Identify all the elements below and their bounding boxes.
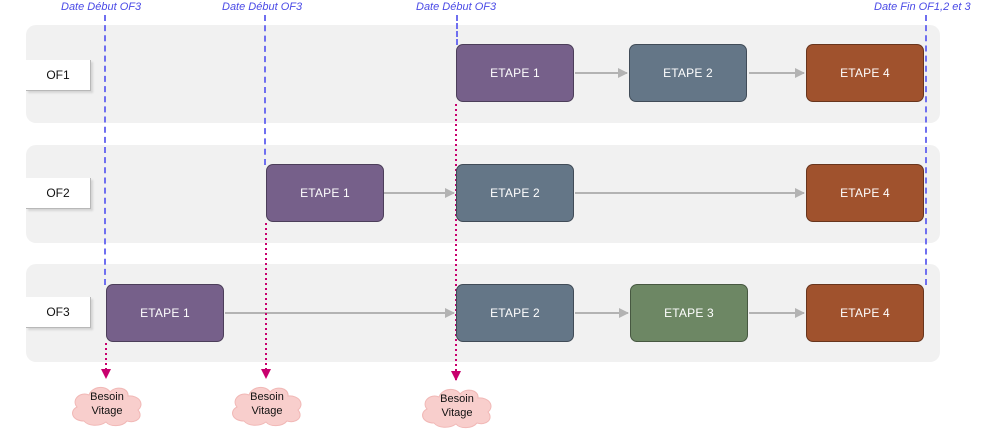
step-of3-etape3[interactable]: ETAPE 3 — [630, 284, 748, 342]
lane-label-of2: OF2 — [26, 178, 91, 209]
step-of3-etape1[interactable]: ETAPE 1 — [106, 284, 224, 342]
date-line-fin — [925, 15, 927, 285]
cloud-text-line2: Vitage — [91, 405, 123, 417]
cloud-icon — [72, 387, 142, 427]
step-of2-etape1[interactable]: ETAPE 1 — [266, 164, 384, 222]
date-label-debut-3: Date Début OF3 — [416, 1, 497, 13]
step-of1-etape4[interactable]: ETAPE 4 — [806, 44, 924, 102]
cloud-text-line1: Besoin — [250, 391, 284, 403]
cloud-besoin-vitage-3: Besoin Vitage — [416, 383, 498, 429]
cloud-icon — [422, 389, 492, 429]
date-line-debut-2 — [264, 15, 266, 165]
date-label-debut-2: Date Début OF3 — [222, 1, 303, 13]
step-of1-etape1[interactable]: ETAPE 1 — [456, 44, 574, 102]
step-of2-etape2[interactable]: ETAPE 2 — [456, 164, 574, 222]
step-of1-etape2[interactable]: ETAPE 2 — [629, 44, 747, 102]
cloud-text-line2: Vitage — [441, 407, 473, 419]
step-of3-etape4[interactable]: ETAPE 4 — [806, 284, 924, 342]
date-line-debut-1 — [104, 15, 106, 285]
cloud-text-line1: Besoin — [440, 393, 474, 405]
date-line-debut-3 — [456, 15, 458, 45]
cloud-text-line1: Besoin — [90, 391, 124, 403]
step-of2-etape4[interactable]: ETAPE 4 — [806, 164, 924, 222]
date-label-debut-1: Date Début OF3 — [61, 1, 142, 13]
step-of3-etape2[interactable]: ETAPE 2 — [456, 284, 574, 342]
date-label-fin: Date Fin OF1,2 et 3 — [874, 1, 971, 13]
lane-label-of3: OF3 — [26, 297, 91, 328]
lane-label-of1: OF1 — [26, 60, 91, 91]
cloud-icon — [232, 387, 302, 427]
cloud-besoin-vitage-2: Besoin Vitage — [226, 381, 308, 427]
cloud-besoin-vitage-1: Besoin Vitage — [66, 381, 148, 427]
cloud-text-line2: Vitage — [251, 405, 283, 417]
